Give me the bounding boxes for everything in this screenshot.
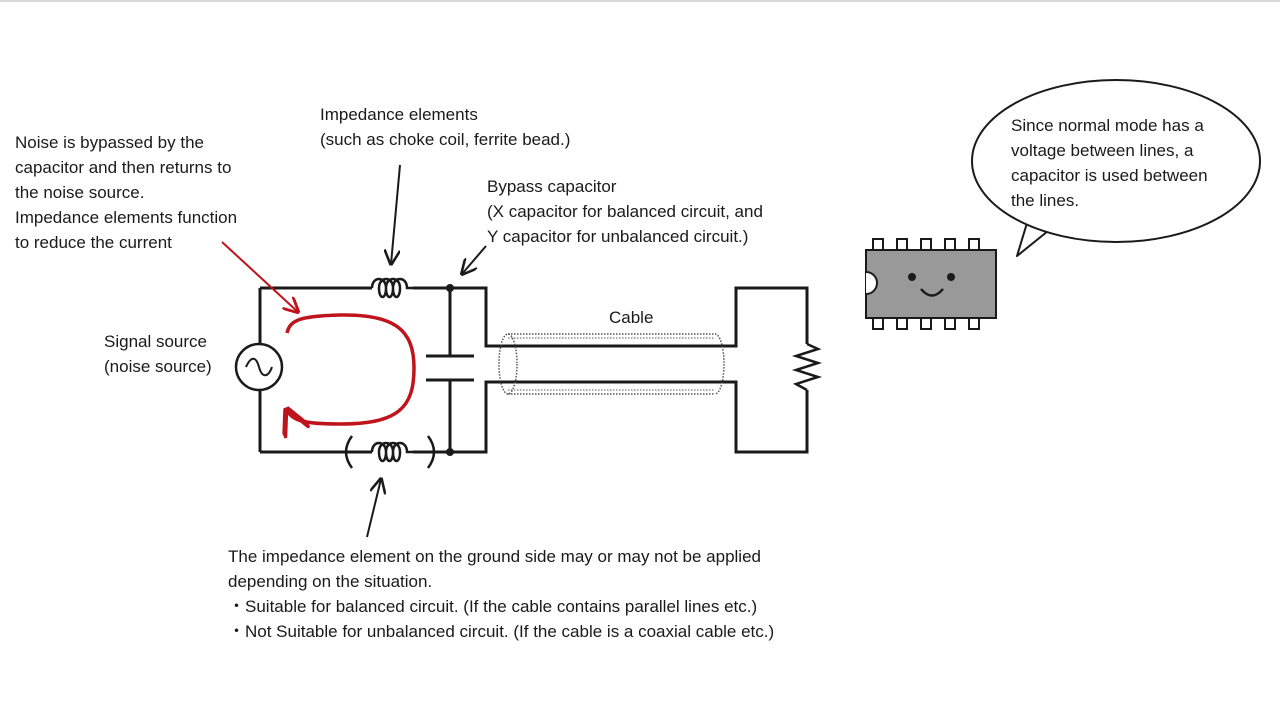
signal-source-line: (noise source)	[104, 357, 212, 376]
noise-current-loop	[287, 313, 416, 424]
speech-bubble	[971, 79, 1261, 257]
impedance-pointer-arrow	[391, 164, 401, 264]
ground-side-note-line: ・Not Suitable for unbalanced circuit. (I…	[228, 622, 775, 641]
ic-chip-mascot-icon	[865, 238, 997, 330]
noise-path-note-line: to reduce the current	[15, 233, 172, 252]
choke-coil-bottom-icon	[344, 435, 436, 469]
speech-bubble-line: capacitor is used between	[1011, 166, 1208, 185]
junction-dot-bottom	[446, 448, 454, 456]
ground-side-note-line: The impedance element on the ground side…	[228, 547, 761, 566]
bypass-capacitor-line: Bypass capacitor	[487, 177, 617, 196]
signal-source-symbol	[234, 342, 284, 392]
ground-side-note-line: ・Suitable for balanced circuit. (If the …	[228, 597, 758, 616]
junction-dot-top	[446, 284, 454, 292]
noise-path-note-line: Noise is bypassed by the	[15, 133, 204, 152]
ground-side-note: The impedance element on the ground side…	[228, 544, 774, 644]
noise-path-note-line: the noise source.	[15, 183, 145, 202]
bypass-capacitor-symbol	[426, 354, 474, 382]
noise-path-note: Noise is bypassed by the capacitor and t…	[15, 130, 237, 255]
impedance-elements-label: Impedance elements (such as choke coil, …	[320, 102, 570, 152]
ground-side-pointer-arrow	[366, 479, 381, 538]
noise-pointer-arrow	[221, 241, 298, 312]
speech-bubble-text: Since normal mode has a voltage between …	[1011, 113, 1208, 213]
signal-source-label: Signal source (noise source)	[104, 329, 212, 379]
load-resistor-icon	[791, 342, 823, 392]
signal-source-line: Signal source	[104, 332, 208, 351]
speech-bubble-line: voltage between lines, a	[1011, 141, 1194, 160]
bypass-capacitor-label: Bypass capacitor (X capacitor for balanc…	[487, 174, 763, 249]
ground-side-note-line: depending on the situation.	[228, 572, 433, 591]
top-border	[0, 0, 1280, 2]
noise-path-note-line: Impedance elements function	[15, 208, 238, 227]
cable-shield-icon	[498, 333, 725, 395]
impedance-elements-line: (such as choke coil, ferrite bead.)	[320, 130, 571, 149]
circuit-wires	[258, 286, 809, 454]
cable-label: Cable	[609, 308, 654, 327]
bypass-capacitor-line: Y capacitor for unbalanced circuit.)	[487, 227, 749, 246]
speech-bubble-line: the lines.	[1011, 191, 1080, 210]
bypass-capacitor-line: (X capacitor for balanced circuit, and	[487, 202, 763, 221]
capacitor-pointer-arrow	[462, 245, 487, 274]
speech-bubble-line: Since normal mode has a	[1011, 116, 1204, 135]
cable-shield-inner	[508, 337, 715, 391]
choke-coil-top-icon	[370, 277, 413, 299]
impedance-elements-line: Impedance elements	[320, 105, 478, 124]
noise-path-note-line: capacitor and then returns to	[15, 158, 232, 177]
